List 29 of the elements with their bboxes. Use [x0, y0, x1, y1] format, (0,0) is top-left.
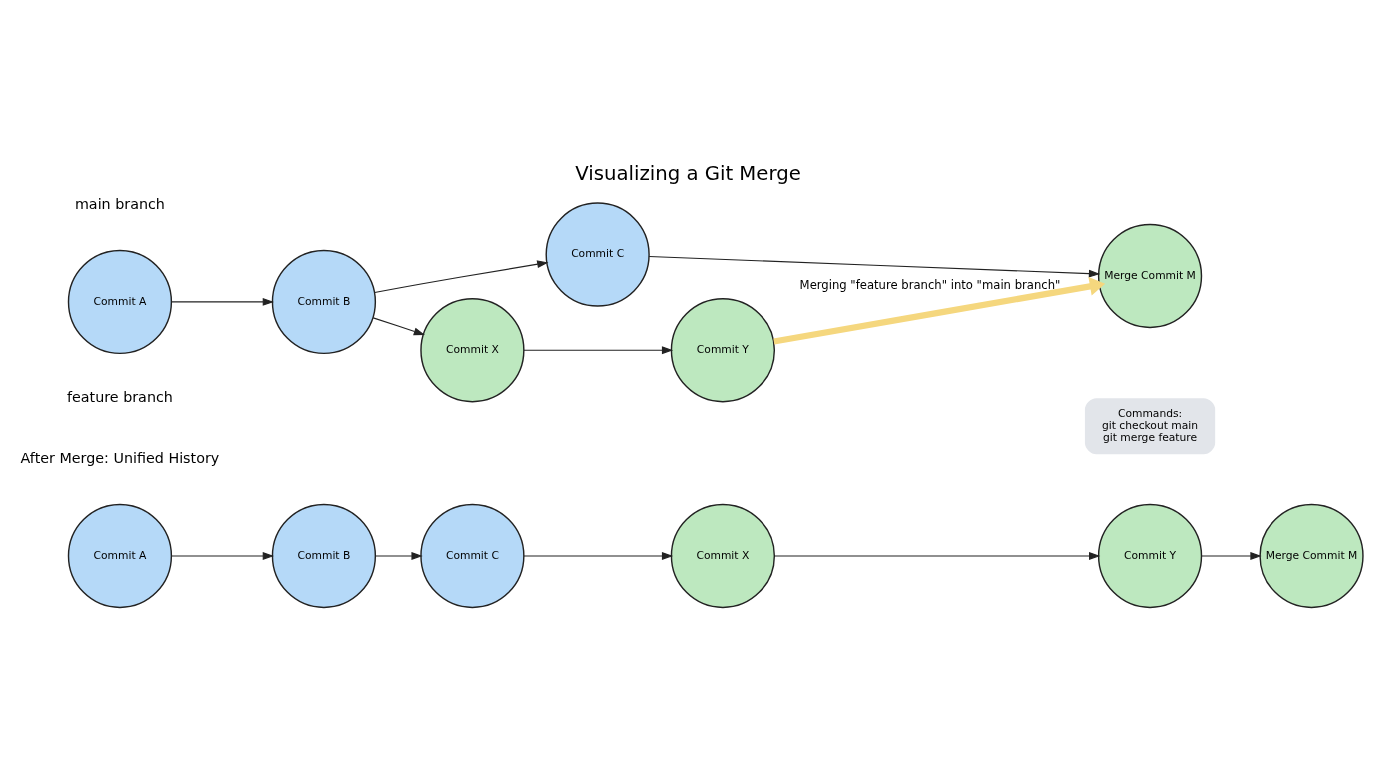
arrow: [523, 552, 674, 560]
node-box: Commands: git checkout main git merge feature: [1084, 398, 1216, 455]
node-circle: Commit C: [420, 503, 525, 609]
arrow: [648, 255, 1101, 278]
node-circle: Merge Commit M: [1097, 223, 1203, 329]
arrow: [774, 552, 1101, 560]
node-circle: Merge Commit M: [1259, 503, 1364, 609]
edge-label: Merging "feature branch" into "main branch": [799, 277, 1061, 292]
label: main branch: [74, 195, 165, 212]
diagram-title: Visualizing a Git Merge: [575, 161, 801, 185]
node-circle: Commit B: [271, 249, 377, 355]
node-circle: Commit Y: [1097, 503, 1203, 609]
arrow: [1201, 552, 1262, 560]
node-circle: Commit B: [271, 503, 377, 609]
arrow: [773, 277, 1106, 345]
node-circle: Commit C: [545, 202, 650, 307]
arrow: [372, 317, 426, 336]
node-circle: Commit A: [67, 503, 173, 609]
node-circle: Commit A: [67, 249, 173, 355]
node-circle: Commit X: [670, 503, 776, 609]
arrow: [374, 260, 549, 294]
node-circle: Commit X: [420, 298, 525, 403]
node-circle: Commit Y: [670, 298, 776, 403]
arrow: [171, 552, 274, 560]
label: After Merge: Unified History: [20, 449, 220, 466]
arrow: [171, 297, 274, 306]
arrow: [375, 552, 423, 560]
arrow: [523, 346, 674, 355]
label: feature branch: [67, 388, 173, 405]
